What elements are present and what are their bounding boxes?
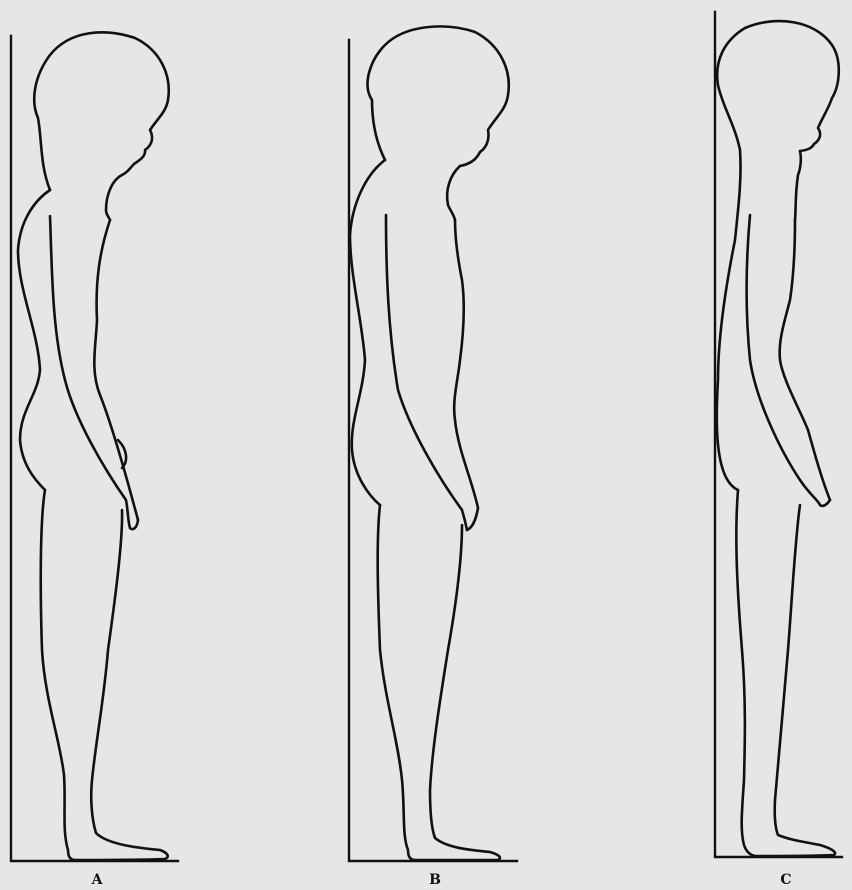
back-outline-a	[18, 190, 50, 490]
back-outline-c	[717, 150, 741, 490]
back-leg-a	[41, 490, 75, 860]
front-outline-a	[106, 175, 122, 220]
arm-outer-b	[454, 220, 478, 508]
front-leg-b	[415, 525, 500, 860]
arm-outer-a	[94, 220, 138, 520]
front-outline-c	[795, 151, 801, 220]
front-outline-b	[447, 166, 460, 220]
arm-inner-b	[386, 215, 467, 530]
head-outline-a	[34, 32, 169, 190]
wall-line-b	[349, 40, 517, 861]
posture-panel-a: A	[11, 32, 178, 888]
posture-panel-c: C	[715, 12, 842, 888]
back-leg-c	[736, 490, 755, 856]
front-leg-c	[755, 505, 835, 856]
back-leg-b	[378, 505, 415, 860]
head-outline-b	[368, 26, 509, 166]
front-leg-a	[75, 510, 168, 860]
panel-label-a: A	[91, 872, 104, 888]
wall-line-c	[715, 12, 842, 857]
arm-inner-a	[50, 216, 130, 528]
head-outline-c	[717, 21, 839, 151]
panel-label-c: C	[780, 872, 791, 888]
hand-c	[820, 500, 830, 506]
back-outline-b	[350, 160, 385, 505]
posture-panel-b: B	[349, 26, 517, 888]
hand-b	[467, 508, 478, 530]
arm-inner-c	[747, 215, 820, 505]
panel-label-b: B	[429, 872, 441, 888]
hand-a	[130, 520, 138, 529]
